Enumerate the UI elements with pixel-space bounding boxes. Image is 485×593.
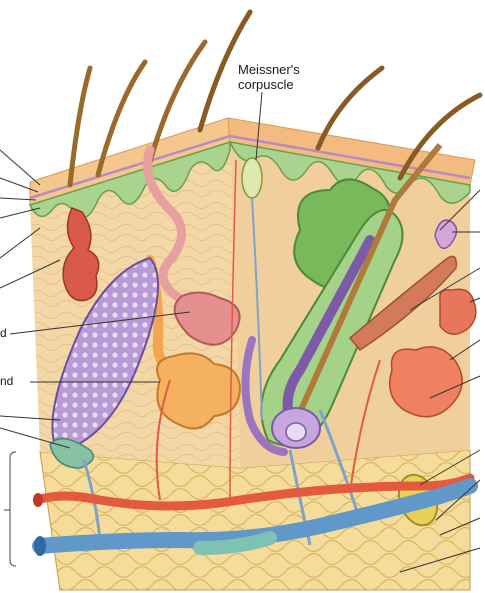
artery-end (33, 493, 43, 507)
layer-bracket (4, 452, 16, 566)
meissners-corpuscle (242, 158, 262, 198)
label-partial-nd: nd (0, 374, 13, 388)
dermal-papilla-of-hair (286, 423, 306, 441)
vein-end (34, 536, 46, 556)
hypodermis-layer (40, 450, 470, 590)
label-partial-d: d (0, 326, 7, 340)
apocrine-gland-upper (440, 289, 476, 334)
label-meissners-corpuscle: Meissner's corpuscle (238, 62, 300, 92)
